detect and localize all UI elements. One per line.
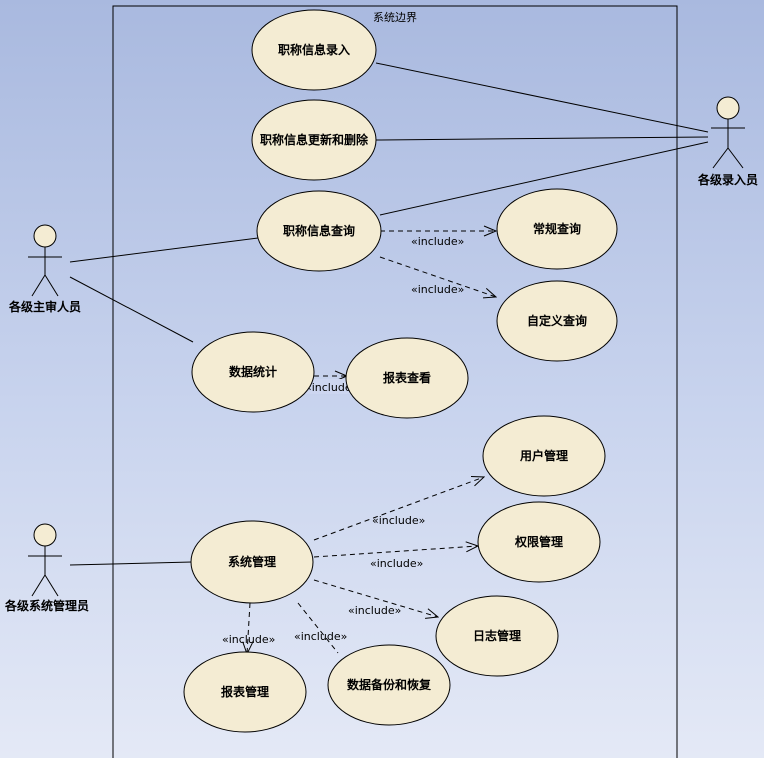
include-query-custom: [379, 256, 496, 297]
include-label-report-mgmt: «include»: [222, 633, 275, 646]
include-sys-perm: [313, 546, 478, 558]
actor-recorder-label: 各级录入员: [697, 172, 758, 187]
actor-admin[interactable]: [28, 523, 62, 597]
include-dependencies: [247, 231, 496, 654]
usecase-report-mgmt[interactable]: [183, 651, 307, 733]
actor-reviewer[interactable]: [28, 224, 62, 297]
include-label-regular: «include»: [411, 235, 464, 248]
usecase-backup[interactable]: [327, 644, 451, 726]
assoc-admin-sysmgmt: [69, 561, 193, 566]
include-sys-user: [313, 477, 484, 541]
include-sys-report: [247, 602, 250, 654]
usecase-stats-label: 数据统计: [229, 364, 277, 379]
usecase-report-view-label: 报表查看: [383, 370, 431, 385]
usecase-log-mgmt[interactable]: [435, 595, 559, 677]
include-label-custom: «include»: [411, 283, 464, 296]
usecase-user-mgmt[interactable]: [482, 415, 606, 497]
include-sys-log: [313, 579, 438, 617]
include-label-backup: «include»: [294, 630, 347, 643]
include-label-bg: [303, 379, 359, 394]
include-label-perm: «include»: [370, 557, 423, 570]
assoc-reviewer-stats: [69, 276, 194, 343]
usecase-perm-mgmt[interactable]: [477, 501, 601, 583]
usecase-sys-mgmt[interactable]: [190, 520, 314, 604]
usecase-sys-mgmt-label: 系统管理: [228, 554, 276, 569]
usecase-report-view[interactable]: [345, 337, 469, 419]
usecase-report-mgmt-label: 报表管理: [221, 684, 269, 699]
usecase-title-query[interactable]: [256, 190, 382, 272]
actor-recorder[interactable]: [711, 96, 745, 169]
usecase-perm-mgmt-label: 权限管理: [514, 534, 563, 549]
usecase-regular-query[interactable]: [496, 188, 618, 270]
usecase-backup-label: 数据备份和恢复: [347, 677, 432, 692]
assoc-recorder-update: [375, 136, 709, 141]
boundary-title: 系统边界: [373, 11, 417, 24]
usecase-title-update-label: 职称信息更新和删除: [260, 132, 369, 147]
usecase-title-entry[interactable]: [251, 9, 377, 91]
include-label-user: «include»: [372, 514, 425, 527]
include-label-log: «include»: [348, 604, 401, 617]
usecase-custom-query-label: 自定义查询: [527, 313, 587, 328]
usecase-log-mgmt-label: 日志管理: [473, 628, 521, 643]
actor-reviewer-label: 各级主审人员: [8, 299, 81, 314]
assoc-reviewer-query: [69, 237, 259, 263]
usecase-title-update[interactable]: [251, 99, 377, 181]
usecase-title-query-label: 职称信息查询: [283, 223, 355, 238]
usecase-stats[interactable]: [191, 331, 315, 413]
usecase-title-entry-label: 职称信息录入: [278, 42, 350, 57]
actor-admin-label: 各级系统管理员: [4, 598, 89, 613]
include-labels: «include» «include» «include» «include» …: [222, 235, 464, 646]
usecase-user-mgmt-label: 用户管理: [519, 448, 568, 463]
include-sys-backup: [297, 602, 339, 654]
assoc-recorder-entry: [375, 62, 709, 133]
usecase-regular-query-label: 常规查询: [533, 221, 581, 236]
assoc-recorder-query: [379, 141, 709, 216]
system-boundary: [112, 5, 678, 758]
include-label-report-view: «include»: [305, 381, 358, 394]
usecase-custom-query[interactable]: [496, 280, 618, 362]
associations: [69, 62, 709, 566]
